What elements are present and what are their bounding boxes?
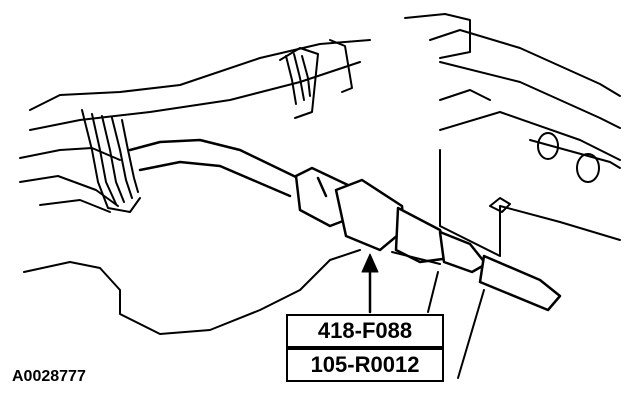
- electrical-connector: [294, 166, 562, 312]
- harness-tube: [128, 138, 300, 198]
- wire-harness-left: [19, 53, 311, 213]
- tool-number-label-upper: 418-F088: [286, 314, 444, 348]
- figure-id: A0028777: [12, 368, 86, 385]
- tool-number-label-lower: 105-R0012: [286, 348, 444, 382]
- pointer-arrow: [361, 253, 379, 314]
- ground-outline: [23, 249, 441, 335]
- leader-lines: [427, 271, 485, 379]
- background-frame: [29, 13, 621, 257]
